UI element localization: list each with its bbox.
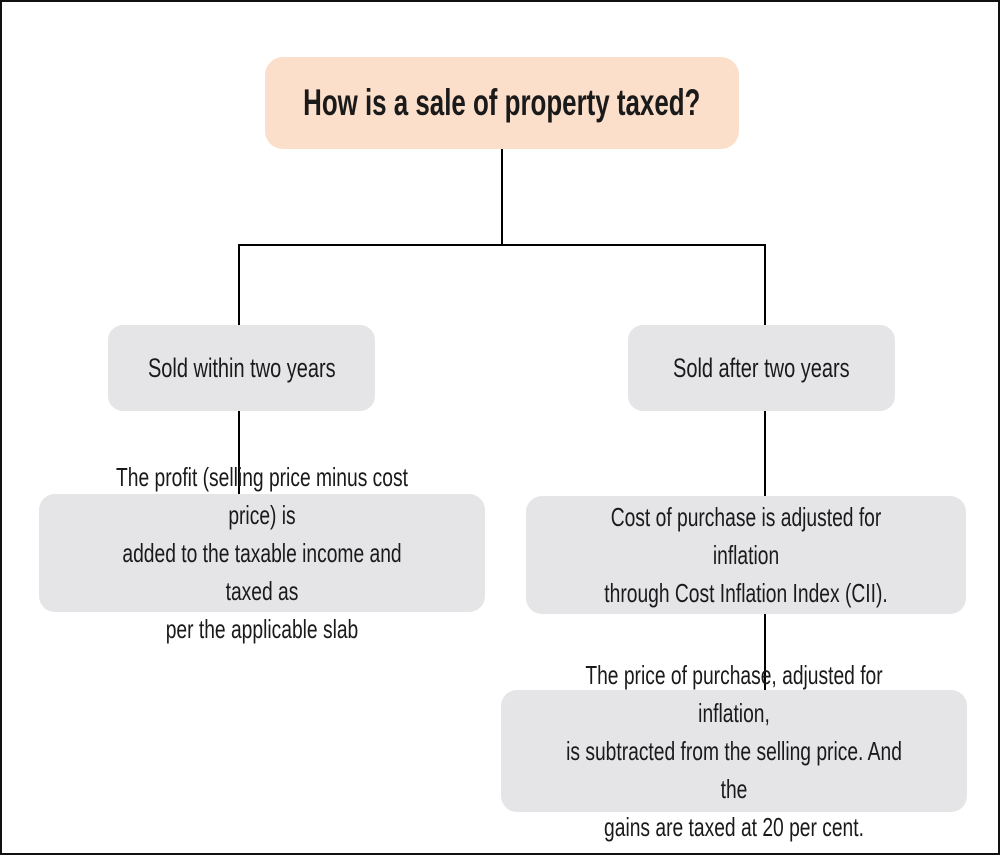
- connector-right-detail2-drop: [764, 614, 766, 690]
- branch-right-detail2-node: The price of purchase, adjusted for infl…: [501, 660, 967, 842]
- branch-right-detail-text: Cost of purchase is adjusted for inflati…: [604, 502, 888, 608]
- branch-right-label-node: Sold after two years: [628, 325, 895, 411]
- connector-right-branch-drop: [764, 244, 766, 325]
- branch-left-label-node: Sold within two years: [108, 325, 375, 411]
- branch-left-detail-node: The profit (selling price minus cost pri…: [39, 462, 485, 644]
- title-node: How is a sale of property taxed?: [265, 57, 739, 149]
- branch-left-detail-text: The profit (selling price minus cost pri…: [116, 462, 408, 644]
- branch-right-label: Sold after two years: [673, 353, 850, 383]
- branch-left-label: Sold within two years: [147, 353, 336, 383]
- branch-right-detail2-text: The price of purchase, adjusted for infl…: [566, 660, 902, 842]
- connector-left-branch-drop: [238, 244, 240, 325]
- connector-crossbar: [238, 244, 766, 246]
- title-text: How is a sale of property taxed?: [303, 82, 701, 123]
- connector-left-detail-drop: [238, 411, 240, 494]
- connector-right-detail-drop: [764, 411, 766, 496]
- connector-title-trunk: [501, 149, 503, 244]
- branch-right-detail-node: Cost of purchase is adjusted for inflati…: [526, 496, 966, 614]
